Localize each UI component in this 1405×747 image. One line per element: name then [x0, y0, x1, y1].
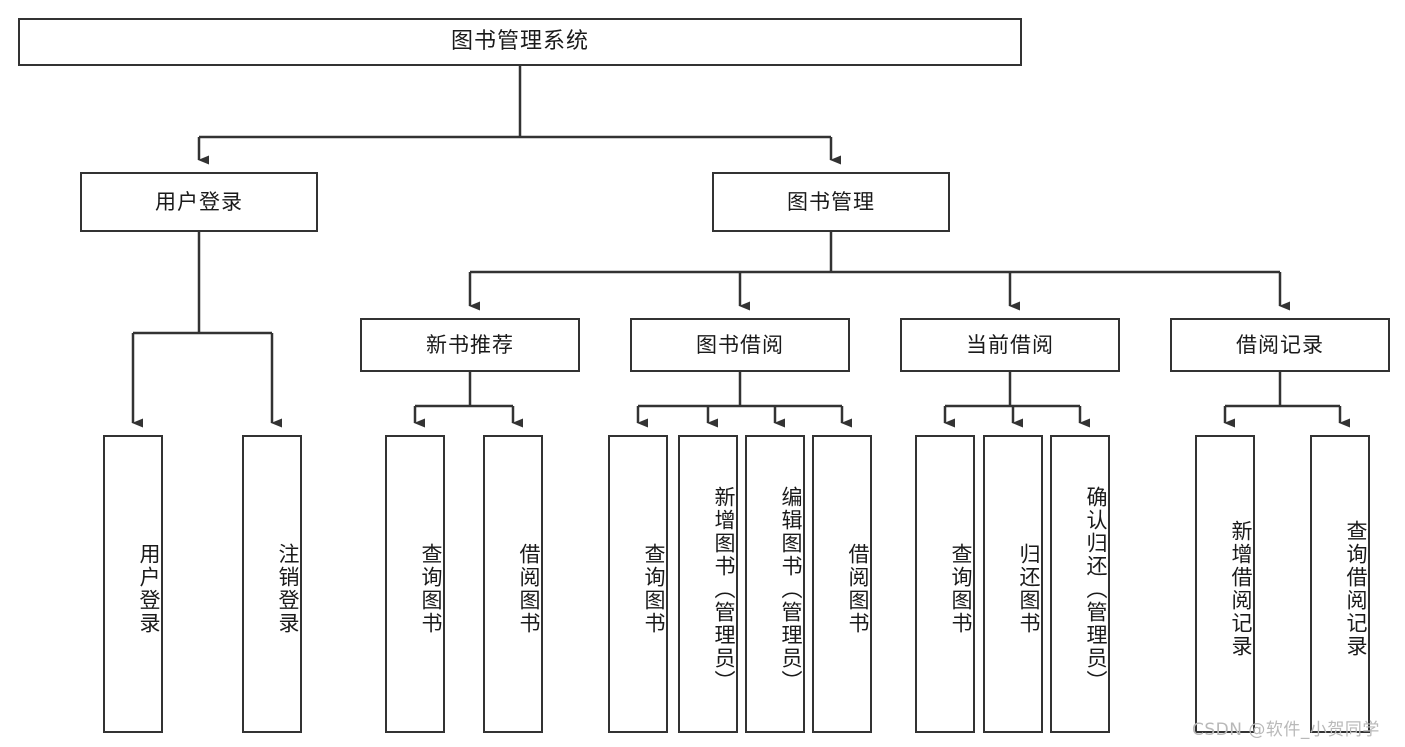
leaf-borrow-record-add[interactable]: 新增借阅记录	[1195, 435, 1255, 733]
node-book-borrow[interactable]: 图书借阅	[630, 318, 850, 372]
leaf-book-borrow-borrow[interactable]: 借阅图书	[812, 435, 872, 733]
leaf-book-borrow-add[interactable]: 新增图书（管理员）	[678, 435, 738, 733]
node-root-system[interactable]: 图书管理系统	[18, 18, 1022, 66]
leaf-user-login-login[interactable]: 用户登录	[103, 435, 163, 733]
leaf-current-borrow-query[interactable]: 查询图书	[915, 435, 975, 733]
node-borrow-record[interactable]: 借阅记录	[1170, 318, 1390, 372]
leaf-borrow-record-query[interactable]: 查询借阅记录	[1310, 435, 1370, 733]
node-user-login[interactable]: 用户登录	[80, 172, 318, 232]
node-new-book-recommend[interactable]: 新书推荐	[360, 318, 580, 372]
leaf-user-login-logout[interactable]: 注销登录	[242, 435, 302, 733]
leaf-current-borrow-confirm-return[interactable]: 确认归还（管理员）	[1050, 435, 1110, 733]
leaf-book-borrow-edit[interactable]: 编辑图书（管理员）	[745, 435, 805, 733]
leaf-new-book-query[interactable]: 查询图书	[385, 435, 445, 733]
node-current-borrow[interactable]: 当前借阅	[900, 318, 1120, 372]
leaf-current-borrow-return[interactable]: 归还图书	[983, 435, 1043, 733]
node-book-management[interactable]: 图书管理	[712, 172, 950, 232]
leaf-book-borrow-query[interactable]: 查询图书	[608, 435, 668, 733]
leaf-new-book-borrow[interactable]: 借阅图书	[483, 435, 543, 733]
csdn-watermark: CSDN @软件_小贺同学	[1192, 720, 1380, 740]
